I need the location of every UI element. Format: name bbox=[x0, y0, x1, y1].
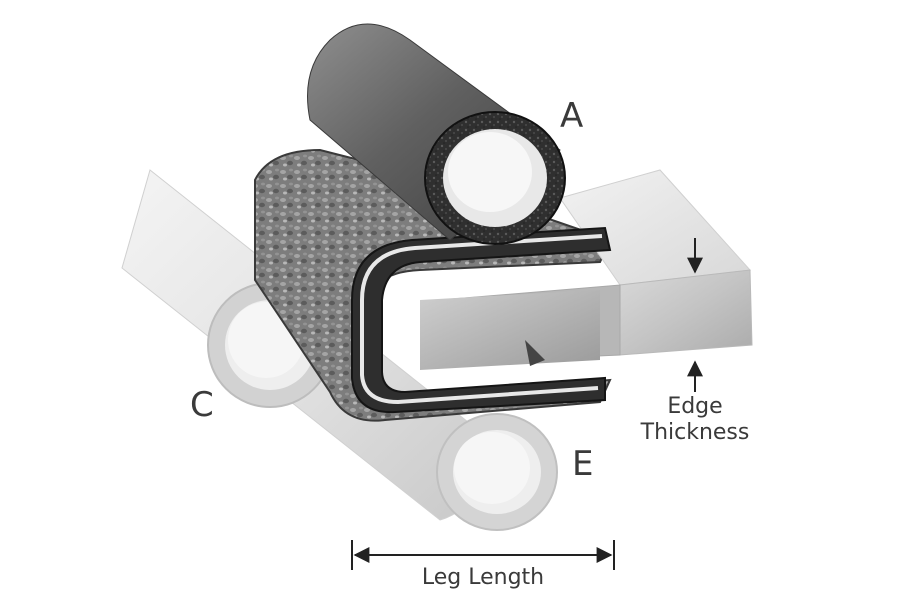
edge-thickness-label: Edge Thickness bbox=[625, 394, 765, 446]
bulb-tube-a bbox=[307, 23, 566, 245]
u-channel bbox=[351, 226, 612, 414]
leg-length-label: Leg Length bbox=[421, 565, 545, 590]
label-e: E bbox=[572, 444, 594, 484]
label-a: A bbox=[560, 96, 584, 136]
label-c: C bbox=[190, 385, 214, 425]
edge-thickness-label-line1: Edge bbox=[667, 394, 723, 419]
leg-length-dimension bbox=[351, 540, 615, 570]
edge-thickness-label-line2: Thickness bbox=[640, 420, 750, 445]
